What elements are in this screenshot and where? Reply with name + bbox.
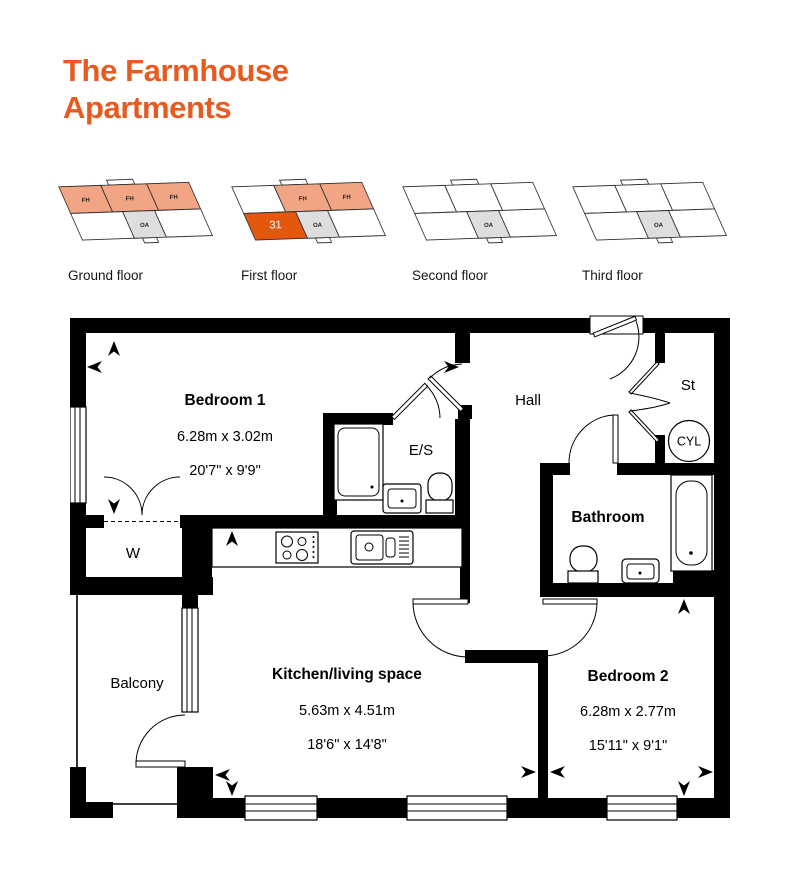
shower [333,423,384,501]
core-label: OA [654,223,664,229]
ensuite-door [390,382,441,421]
outer-walls [70,318,730,818]
svg-text:15'11" x 9'1": 15'11" x 9'1" [589,738,667,754]
kitchen-living-label: Kitchen/living space 5.63m x 4.51m 18'6"… [272,666,422,753]
bathroom-toilet [567,545,599,584]
kitchen-window-2 [406,795,508,821]
unit-label: FH [343,195,351,201]
third-floor-thumbnail: OA [572,178,728,244]
bedroom2-door [542,598,598,657]
room-labels: Bedroom 1 6.28m x 3.02m 20'7" x 9'9" Kit… [110,377,696,754]
bathroom-sink [621,558,660,584]
store-label: St [681,377,696,394]
bedroom2-label: Bedroom 2 6.28m x 2.77m 15'11" x 9'1" [580,668,676,754]
interior-walls [70,333,714,818]
unit-label: FH [126,196,134,202]
floor-option-ground[interactable]: FH FH FH OA Ground floor [52,172,230,283]
balcony-door [135,714,186,768]
svg-text:20'7" x 9'9": 20'7" x 9'9" [189,463,260,479]
unit-label: FH [82,198,90,204]
front-door [589,315,644,380]
ensuite-label: E/S [409,442,433,459]
svg-text:6.28m x 2.77m: 6.28m x 2.77m [580,704,676,720]
bedroom1-window [70,406,87,504]
bedroom2-window [606,795,678,821]
svg-text:Bedroom 1: Bedroom 1 [185,392,266,409]
bathroom-fixtures [567,474,713,584]
floorplan: CYL Bedroom 1 6.28m [70,315,730,825]
balcony-door-window [181,607,199,713]
title-line-2: Apartments [63,90,232,125]
floor-label-first: First floor [241,268,298,283]
floor-label-second: Second floor [412,268,488,283]
ensuite-sink [382,483,422,514]
bathroom-label: Bathroom [571,509,644,526]
second-floor-thumbnail: OA [402,178,558,244]
doors [103,315,671,768]
floor-selector: FH FH FH OA Ground floor [0,172,800,284]
store-double-doors [628,361,671,443]
ensuite-fixtures [333,423,454,514]
cylinder: CYL [667,419,711,463]
kitchen-window-1 [244,795,318,821]
kitchen-counter [211,527,463,568]
bedroom1-label: Bedroom 1 6.28m x 3.02m 20'7" x 9'9" [177,392,273,479]
wardrobe-double-doors [103,476,181,522]
bathroom-door [568,414,619,464]
svg-text:Kitchen/living space: Kitchen/living space [272,666,422,683]
svg-text:Bedroom 2: Bedroom 2 [588,668,669,685]
kitchen-door [412,598,469,658]
svg-text:6.28m x 3.02m: 6.28m x 3.02m [177,429,273,445]
core-label: OA [484,223,494,229]
floor-option-third[interactable]: OA Third floor [566,172,744,283]
floor-option-second[interactable]: OA Second floor [396,172,574,283]
ensuite-toilet [425,472,454,514]
unit-label: FH [299,196,307,202]
bath [670,474,713,572]
hall-label: Hall [515,392,541,409]
cylinder-label: CYL [677,435,701,449]
dimension-arrows [87,341,713,796]
svg-text:5.63m x 4.51m: 5.63m x 4.51m [299,703,395,719]
core-label: OA [313,223,323,229]
svg-text:18'6" x 14'8": 18'6" x 14'8" [307,737,387,753]
hob [275,531,319,564]
first-floor-thumbnail: FH FH OA 31 [231,178,387,244]
floor-option-first[interactable]: FH FH OA 31 First floor [225,172,403,283]
floor-label-ground: Ground floor [68,268,144,283]
kitchen-sink [350,530,414,565]
ground-floor-thumbnail: FH FH FH OA [58,178,214,244]
selected-unit-number: 31 [269,219,282,231]
floorplan-svg: CYL Bedroom 1 6.28m [70,315,730,821]
windows [70,406,678,821]
floor-label-third: Third floor [582,268,643,283]
bedroom1-door [427,363,465,413]
core-label: OA [140,223,150,229]
title-line-1: The Farmhouse [63,53,289,88]
balcony-label: Balcony [110,675,164,692]
balcony-railing [76,595,177,805]
wardrobe-label: W [126,545,141,562]
unit-label: FH [170,195,178,201]
